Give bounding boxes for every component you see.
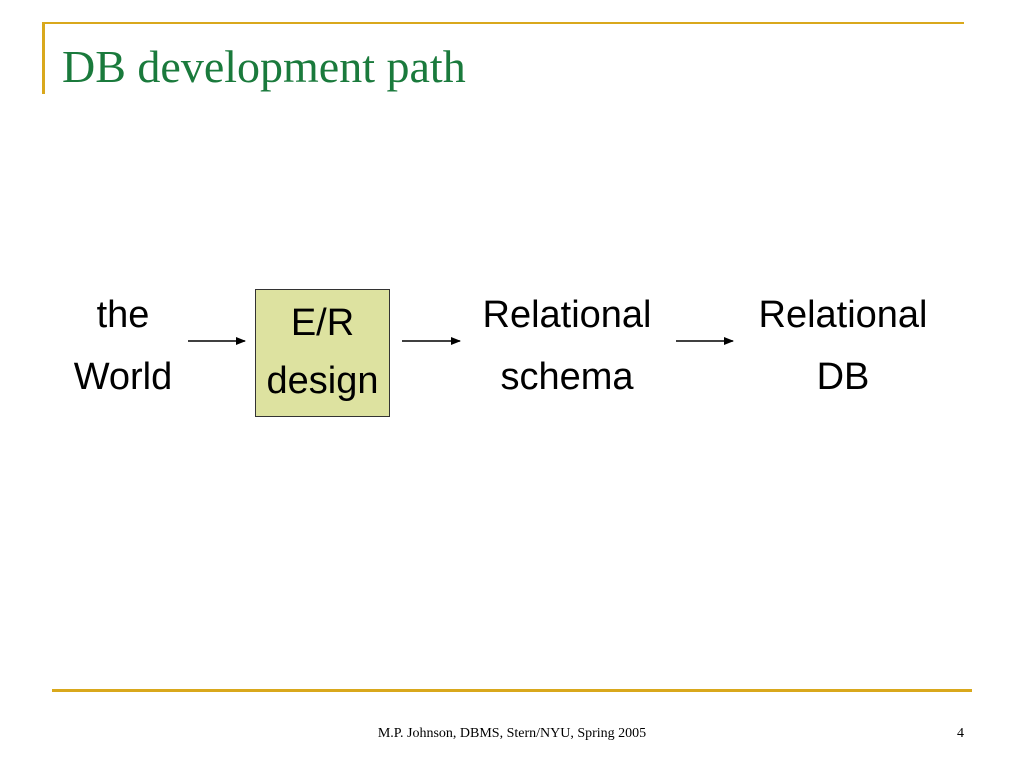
- node-relational-db: Relational DB: [738, 284, 948, 408]
- node-er-line-1: E/R: [290, 302, 355, 344]
- node-db-line-1: Relational: [758, 294, 928, 336]
- node-the-world: the World: [58, 284, 188, 408]
- node-world-line-1: the: [96, 294, 150, 336]
- slide-footer: M.P. Johnson, DBMS, Stern/NYU, Spring 20…: [377, 726, 647, 741]
- node-db-line-2: DB: [816, 356, 870, 398]
- node-world-line-2: World: [73, 356, 173, 398]
- node-er-line-2: design: [266, 360, 379, 402]
- bottom-rule: [52, 689, 972, 692]
- page-number: 4: [957, 726, 964, 741]
- title-accent-line: [42, 22, 45, 94]
- node-relational-schema: Relational schema: [462, 284, 672, 408]
- node-er-design: E/R design: [255, 289, 390, 417]
- slide-title: DB development path: [62, 41, 466, 92]
- top-rule: [42, 22, 964, 24]
- node-schema-line-1: Relational: [482, 294, 652, 336]
- node-schema-line-2: schema: [500, 356, 634, 398]
